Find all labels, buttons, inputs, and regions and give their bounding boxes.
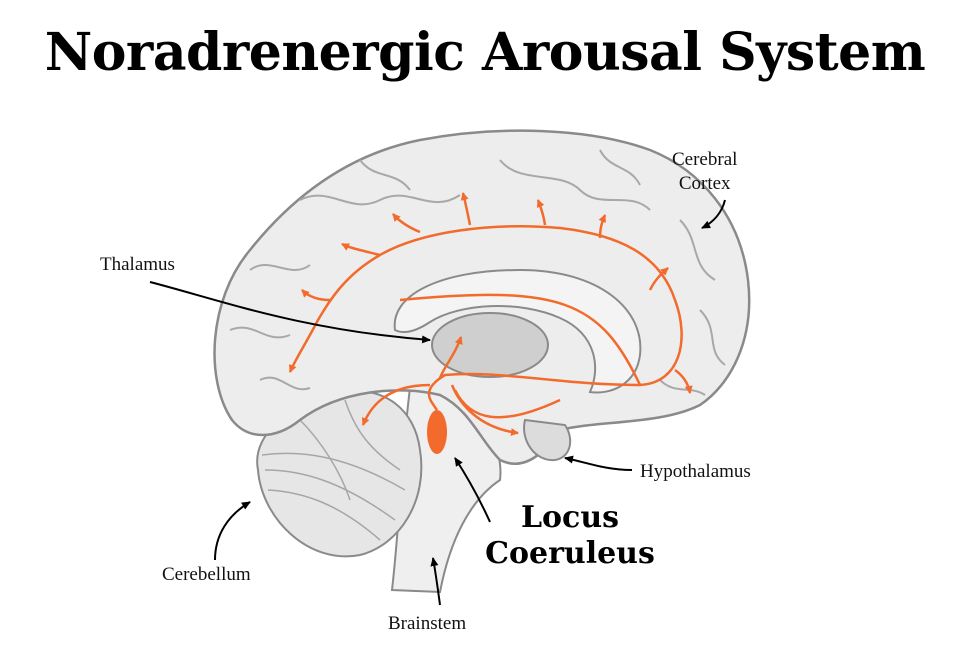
- locus-coeruleus-label-line1: Locus: [475, 500, 665, 536]
- cerebral-cortex-label: Cerebral Cortex: [672, 148, 737, 196]
- locus-coeruleus-label-line2: Coeruleus: [475, 536, 665, 572]
- locus-coeruleus-nucleus: [427, 410, 447, 454]
- thalamus-label: Thalamus: [100, 253, 175, 277]
- cerebral-cortex-label-line1: Cerebral: [672, 148, 737, 172]
- cerebral-cortex-label-line2: Cortex: [672, 172, 737, 196]
- brainstem-label: Brainstem: [388, 612, 466, 636]
- hypothalamus-label: Hypothalamus: [640, 460, 751, 484]
- thalamus-shape: [432, 313, 548, 377]
- cerebellum-label: Cerebellum: [162, 563, 251, 587]
- locus-coeruleus-label: Locus Coeruleus: [475, 500, 665, 572]
